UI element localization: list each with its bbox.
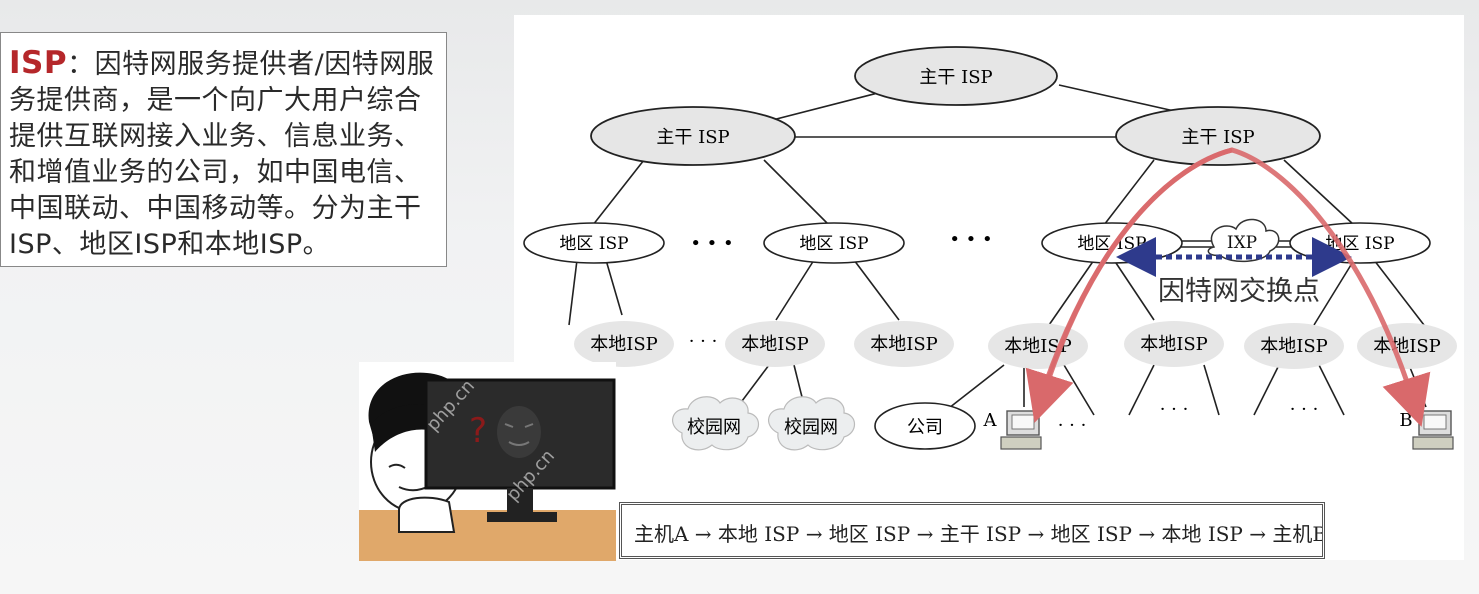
host-b-computer-icon bbox=[1412, 410, 1454, 450]
isp-description-box: ISP：因特网服务提供者/因特网服务提供商，是一个向广大用户综合提供互联网接入业… bbox=[0, 32, 447, 267]
svg-text:公司: 公司 bbox=[907, 417, 943, 438]
local-isp-6: 本地ISP bbox=[1244, 323, 1344, 369]
regional-ellipsis-1: • • • bbox=[690, 233, 733, 254]
host-dots-2: · · · bbox=[1160, 399, 1189, 420]
meme-illustration: ? bbox=[359, 362, 616, 561]
svg-text:本地ISP: 本地ISP bbox=[1004, 336, 1072, 357]
svg-text:本地ISP: 本地ISP bbox=[870, 334, 938, 355]
campus-net-2: 校园网 bbox=[768, 396, 856, 451]
svg-text:本地ISP: 本地ISP bbox=[590, 334, 658, 355]
regional-isp-2: 地区 ISP bbox=[763, 222, 905, 264]
isp-hierarchy-svg: IXP 主干 ISP 主干 ISP 主干 ISP 地区 ISP • • • 地区… bbox=[523, 46, 1457, 451]
route-sequence-box: 主机A → 本地 ISP → 地区 ISP → 主干 ISP → 地区 ISP … bbox=[619, 502, 1325, 559]
regional-isp-1: 地区 ISP bbox=[523, 222, 665, 264]
svg-text:主干 ISP: 主干 ISP bbox=[1181, 127, 1254, 148]
route-path-arrow-left bbox=[1025, 147, 1233, 423]
local-isp-2: 本地ISP bbox=[725, 321, 825, 367]
svg-text:校园网: 校园网 bbox=[784, 417, 838, 438]
svg-text:地区 ISP: 地区 ISP bbox=[799, 234, 868, 254]
host-a-computer-icon bbox=[1000, 410, 1042, 450]
isp-hierarchy-diagram: IXP 主干 ISP 主干 ISP 主干 ISP 地区 ISP • • • 地区… bbox=[514, 15, 1464, 560]
isp-term: ISP bbox=[9, 45, 68, 81]
backbone-isp-right: 主干 ISP bbox=[1115, 106, 1321, 166]
svg-text:本地ISP: 本地ISP bbox=[1140, 334, 1208, 355]
svg-text:主干 ISP: 主干 ISP bbox=[656, 127, 729, 148]
company-node: 公司 bbox=[874, 402, 976, 450]
backbone-isp-top: 主干 ISP bbox=[854, 46, 1058, 106]
svg-text:本地ISP: 本地ISP bbox=[741, 334, 809, 355]
local-isp-3: 本地ISP bbox=[854, 321, 954, 367]
character-hand-icon bbox=[398, 496, 456, 533]
route-sequence-text: 主机A → 本地 ISP → 地区 ISP → 主干 ISP → 地区 ISP … bbox=[634, 522, 1325, 546]
host-dots-3: · · · bbox=[1290, 399, 1319, 420]
host-a-label: A bbox=[983, 410, 998, 431]
svg-text:本地ISP: 本地ISP bbox=[1373, 336, 1441, 357]
svg-text:主干 ISP: 主干 ISP bbox=[919, 67, 992, 88]
host-dots-1: · · · bbox=[1058, 415, 1087, 436]
local-isp-7: 本地ISP bbox=[1357, 323, 1457, 369]
local-isp-5: 本地ISP bbox=[1124, 321, 1224, 367]
local-isp-1: 本地ISP bbox=[574, 321, 674, 367]
svg-text:地区 ISP: 地区 ISP bbox=[559, 234, 628, 254]
local-isp-4: 本地ISP bbox=[988, 323, 1088, 369]
campus-net-1: 校园网 bbox=[672, 396, 760, 451]
ixp-label: IXP bbox=[1227, 233, 1257, 253]
backbone-isp-left: 主干 ISP bbox=[590, 106, 796, 166]
svg-text:校园网: 校园网 bbox=[687, 417, 741, 438]
svg-text:本地ISP: 本地ISP bbox=[1260, 336, 1328, 357]
isp-definition: ：因特网服务提供者/因特网服务提供商，是一个向广大用户综合提供互联网接入业务、信… bbox=[9, 49, 435, 260]
monitor-icon: ? bbox=[424, 378, 616, 522]
local-dots-1: · · · bbox=[689, 331, 718, 352]
host-b-label: B bbox=[1399, 410, 1412, 431]
ixp-caption: 因特网交换点 bbox=[1158, 276, 1320, 307]
question-mark-icon: ? bbox=[469, 411, 487, 451]
regional-ellipsis-2: • • • bbox=[949, 229, 992, 250]
